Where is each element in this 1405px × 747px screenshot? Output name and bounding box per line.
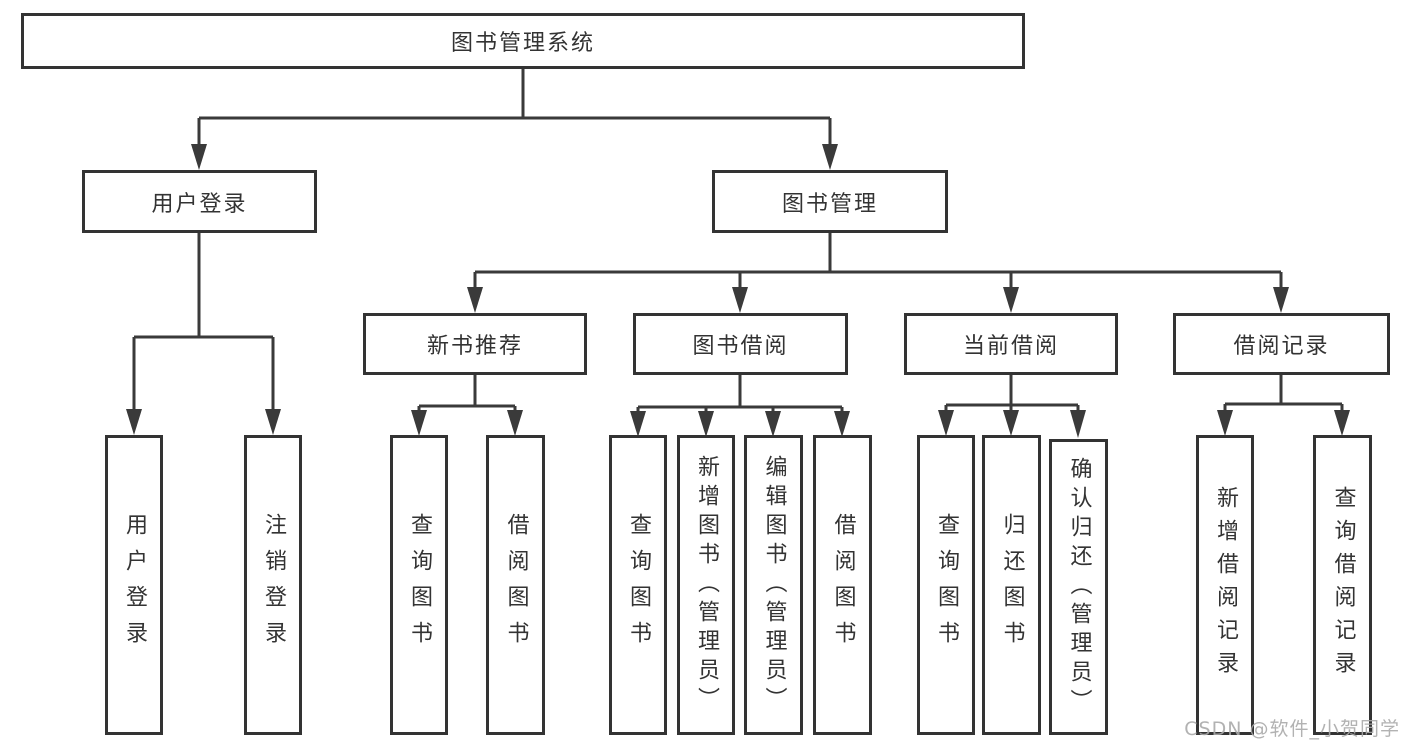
- node-label: 借阅记录: [1233, 334, 1330, 359]
- node-current-borrow: 当前借阅: [904, 313, 1118, 375]
- node-borrow-record: 借阅记录: [1173, 313, 1390, 375]
- node-label: 用户登录: [151, 191, 248, 217]
- node-label: 当前借阅: [962, 334, 1059, 359]
- leaf-label: 注销登录: [261, 513, 286, 657]
- leaf-edit-books-admin: 编辑图书（管理员）: [744, 435, 803, 735]
- leaf-label: 查询图书: [934, 513, 959, 657]
- leaf-label: 借阅图书: [830, 513, 856, 657]
- node-label: 图书管理系统: [450, 31, 595, 56]
- leaf-label: 确认归还（管理员）: [1066, 456, 1092, 718]
- leaf-borrow-books-recommend: 借阅图书: [486, 435, 545, 735]
- leaf-user-login: 用户登录: [105, 435, 163, 735]
- leaf-query-borrow-record: 查询借阅记录: [1313, 435, 1372, 735]
- leaf-query-books-recommend: 查询图书: [390, 435, 448, 735]
- node-book-borrow: 图书借阅: [633, 313, 848, 375]
- leaf-query-books-current: 查询图书: [917, 435, 975, 735]
- node-new-book-recommend: 新书推荐: [363, 313, 587, 375]
- leaf-add-borrow-record: 新增借阅记录: [1196, 435, 1254, 735]
- node-label: 新书推荐: [426, 334, 523, 359]
- watermark: CSDN @软件_小贺同学: [1184, 718, 1400, 740]
- leaf-label: 新增图书（管理员）: [694, 454, 719, 716]
- leaf-query-books-borrow: 查询图书: [609, 435, 667, 735]
- leaf-label: 编辑图书（管理员）: [761, 454, 787, 716]
- leaf-logout: 注销登录: [244, 435, 302, 735]
- node-label: 图书管理: [781, 191, 878, 217]
- leaf-label: 查询图书: [626, 513, 651, 657]
- node-user-login: 用户登录: [82, 170, 317, 233]
- leaf-label: 查询借阅记录: [1330, 486, 1356, 684]
- leaf-label: 借阅图书: [503, 513, 529, 657]
- node-root-system: 图书管理系统: [21, 13, 1025, 69]
- node-book-management: 图书管理: [712, 170, 948, 233]
- leaf-add-books-admin: 新增图书（管理员）: [677, 435, 735, 735]
- leaf-borrow-books: 借阅图书: [813, 435, 872, 735]
- leaf-label: 新增借阅记录: [1213, 486, 1238, 684]
- node-label: 图书借阅: [692, 334, 789, 359]
- leaf-label: 查询图书: [407, 513, 432, 657]
- leaf-return-books: 归还图书: [982, 435, 1041, 735]
- leaf-label: 用户登录: [122, 513, 147, 657]
- leaf-label: 归还图书: [999, 513, 1025, 657]
- leaf-confirm-return-admin: 确认归还（管理员）: [1049, 439, 1108, 735]
